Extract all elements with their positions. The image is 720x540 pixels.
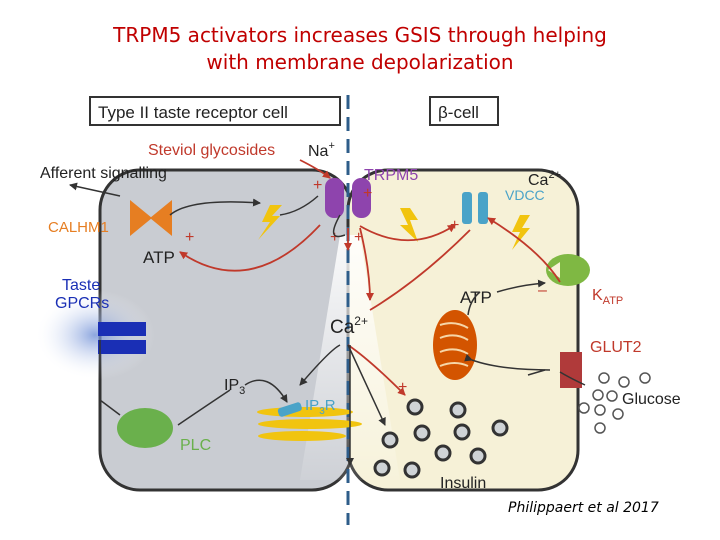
plus-sign-steviol: + xyxy=(313,177,322,194)
atp-left-label: ATP xyxy=(143,248,175,267)
calcium-center-label: Ca2+ xyxy=(330,314,368,338)
right-panel-label-box xyxy=(429,96,499,126)
slide-title-line-2: with membrane depolarization xyxy=(206,50,514,74)
plus-sign-center-right: + xyxy=(354,229,363,246)
trpm5-label: TRPM5 xyxy=(364,167,418,184)
citation: Philippaert et al 2017 xyxy=(508,500,659,516)
afferent-label: Afferent signalling xyxy=(40,165,167,182)
signal-arrows-black xyxy=(69,182,586,466)
plus-sign-center-left: + xyxy=(330,229,339,246)
gpcrs-label: GPCRs xyxy=(55,295,109,312)
glucose-molecules xyxy=(578,372,651,434)
depolarization-bolt-right xyxy=(512,215,530,250)
sodium-label: Na+ xyxy=(308,140,335,160)
calhm1-label: CALHM1 xyxy=(48,219,109,236)
vdcc-channel xyxy=(462,192,488,224)
left-panel-label-box xyxy=(89,96,341,126)
glut2-label: GLUT2 xyxy=(590,339,642,356)
calcium-top-label: Ca2+ xyxy=(528,169,561,189)
depolarization-bolt-left xyxy=(258,205,282,240)
right-panel-label: β-cell xyxy=(438,103,479,122)
ip3r-label: IP3R xyxy=(305,397,336,417)
taste-gpcr-glow xyxy=(35,290,155,380)
calhm1-channel xyxy=(130,200,172,236)
depolarization-bolt-center xyxy=(400,208,418,242)
atp-right-label: ATP xyxy=(460,288,492,307)
plus-sign-na: + xyxy=(363,185,372,202)
vdcc-label: VDCC xyxy=(505,187,545,203)
left-panel-label: Type II taste receptor cell xyxy=(98,103,288,122)
slide-title-line-1: TRPM5 activators increases GSIS through … xyxy=(113,23,607,47)
trpm5-channel xyxy=(325,178,371,218)
taste-label: Taste xyxy=(62,277,100,294)
plc-label: PLC xyxy=(180,437,211,454)
plus-sign-atp-left: + xyxy=(185,229,194,246)
signal-arrows-red xyxy=(179,159,561,396)
ip3-label: IP3 xyxy=(224,377,245,397)
glucose-label: Glucose xyxy=(622,391,681,408)
katp-channel xyxy=(546,254,590,286)
ip3r-receptor xyxy=(277,402,302,417)
glut2-transporter xyxy=(560,352,582,388)
insulin-granules xyxy=(373,398,509,479)
mitochondrion xyxy=(433,310,477,380)
plc-enzyme xyxy=(117,408,173,448)
taste-gpcr-receptor xyxy=(98,322,146,354)
insulin-label: Insulin xyxy=(440,475,486,492)
katp-label: KATP xyxy=(592,287,623,307)
steviol-label: Steviol glycosides xyxy=(148,142,275,159)
minus-sign-katp: – xyxy=(538,282,547,299)
